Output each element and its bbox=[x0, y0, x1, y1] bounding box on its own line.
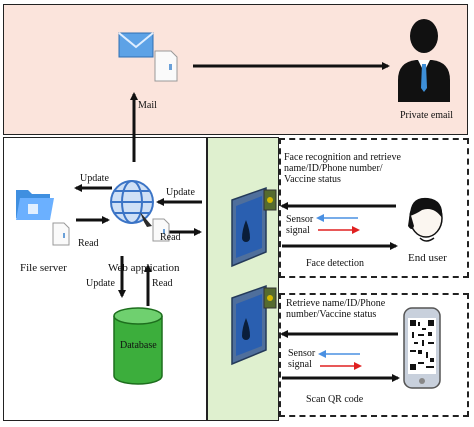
update-file-label: Update bbox=[80, 173, 109, 184]
document-icon bbox=[154, 50, 178, 82]
file-server-label: File server bbox=[20, 262, 67, 274]
retrieve-label: Retrieve name/ID/Phone number/Vaccine st… bbox=[286, 298, 386, 320]
document-icon bbox=[52, 222, 70, 246]
sensor-signal-label: Sensor signal bbox=[286, 214, 314, 236]
database-cylinder-icon bbox=[113, 307, 163, 385]
scanner-panel bbox=[207, 137, 279, 421]
email-panel bbox=[3, 4, 468, 135]
update-db-label: Update bbox=[86, 278, 115, 289]
read-db-label: Read bbox=[152, 278, 173, 289]
web-application-label: Web application bbox=[108, 262, 180, 274]
face-recognition-label: Face recognition and retrieve name/ID/Ph… bbox=[284, 152, 401, 185]
read-web-label: Read bbox=[160, 232, 181, 243]
read-file-label: Read bbox=[78, 238, 99, 249]
update-web-label: Update bbox=[166, 187, 195, 198]
scan-qr-label: Scan QR code bbox=[306, 394, 364, 405]
server-panel bbox=[3, 137, 207, 421]
document-icon bbox=[152, 218, 170, 242]
businessman-icon bbox=[398, 19, 450, 102]
folder-icon bbox=[16, 190, 54, 220]
qr-phone-icon bbox=[403, 307, 441, 389]
globe-icon bbox=[110, 180, 154, 227]
mail-label: Mail bbox=[138, 100, 157, 111]
scanner-device-icon bbox=[231, 284, 277, 366]
private-email-label: Private email bbox=[400, 110, 454, 121]
envelope-icon bbox=[118, 32, 154, 58]
scanner-device-icon bbox=[231, 186, 277, 268]
sensor-signal-label-2: Sensor signal bbox=[288, 348, 316, 370]
database-label: Database bbox=[120, 340, 157, 351]
person-head-icon bbox=[408, 197, 443, 242]
end-user-label: End user bbox=[408, 252, 447, 264]
face-detection-label: Face detection bbox=[306, 258, 365, 269]
